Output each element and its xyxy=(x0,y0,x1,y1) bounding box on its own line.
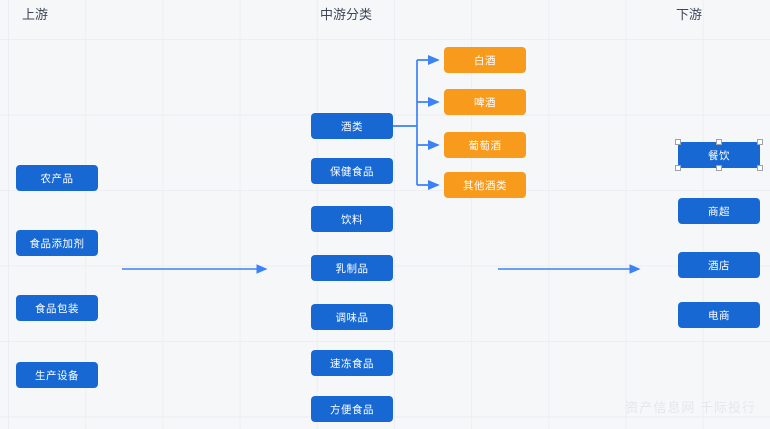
node-label: 乳制品 xyxy=(335,262,369,275)
node-baijiu[interactable]: 白酒 xyxy=(444,47,526,73)
node-label: 餐饮 xyxy=(708,149,730,162)
node-label: 食品添加剂 xyxy=(29,237,85,250)
node-food-additives[interactable]: 食品添加剂 xyxy=(16,230,98,256)
node-label: 生产设备 xyxy=(35,369,79,382)
node-health-foods[interactable]: 保健食品 xyxy=(311,158,393,184)
watermark: 资产信息网 千际投行 xyxy=(625,400,756,415)
node-supermarket[interactable]: 商超 xyxy=(678,198,760,224)
node-wine[interactable]: 葡萄酒 xyxy=(444,132,526,158)
node-agricultural-products[interactable]: 农产品 xyxy=(16,165,98,191)
column-header-midstream: 中游分类 xyxy=(320,7,373,22)
resize-handle-top-left[interactable] xyxy=(675,139,681,145)
node-food-packaging[interactable]: 食品包装 xyxy=(16,295,98,321)
node-label: 保健食品 xyxy=(330,165,374,178)
node-condiments[interactable]: 调味品 xyxy=(311,304,393,330)
node-label: 酒店 xyxy=(708,259,730,272)
node-label: 方便食品 xyxy=(330,403,374,416)
node-beer[interactable]: 啤酒 xyxy=(444,89,526,115)
node-convenience-foods[interactable]: 方便食品 xyxy=(311,396,393,422)
column-header-upstream: 上游 xyxy=(22,7,49,22)
node-label: 其他酒类 xyxy=(463,179,507,192)
column-header-downstream: 下游 xyxy=(676,7,703,22)
node-other-alcohol[interactable]: 其他酒类 xyxy=(444,172,526,198)
resize-handle-bottom-left[interactable] xyxy=(675,165,681,171)
node-alcoholic-beverages[interactable]: 酒类 xyxy=(311,113,393,139)
node-hotel[interactable]: 酒店 xyxy=(678,252,760,278)
node-production-equipment[interactable]: 生产设备 xyxy=(16,362,98,388)
node-label: 电商 xyxy=(708,309,730,322)
node-label: 食品包装 xyxy=(35,302,79,315)
node-label: 啤酒 xyxy=(474,96,496,109)
node-catering[interactable]: 餐饮 xyxy=(678,142,760,168)
node-label: 农产品 xyxy=(40,172,74,185)
resize-handle-bottom-right[interactable] xyxy=(757,165,763,171)
node-label: 商超 xyxy=(708,205,730,218)
node-label: 白酒 xyxy=(474,54,496,67)
node-frozen-foods[interactable]: 速冻食品 xyxy=(311,350,393,376)
node-label: 速冻食品 xyxy=(330,357,374,370)
resize-handle-top-center[interactable] xyxy=(716,139,722,145)
node-label: 酒类 xyxy=(341,120,363,133)
node-label: 调味品 xyxy=(335,311,369,324)
node-ecommerce[interactable]: 电商 xyxy=(678,302,760,328)
resize-handle-bottom-center[interactable] xyxy=(716,165,722,171)
node-dairy-products[interactable]: 乳制品 xyxy=(311,255,393,281)
node-label: 葡萄酒 xyxy=(468,139,502,152)
node-label: 饮料 xyxy=(341,213,363,226)
node-beverages[interactable]: 饮料 xyxy=(311,206,393,232)
resize-handle-top-right[interactable] xyxy=(757,139,763,145)
